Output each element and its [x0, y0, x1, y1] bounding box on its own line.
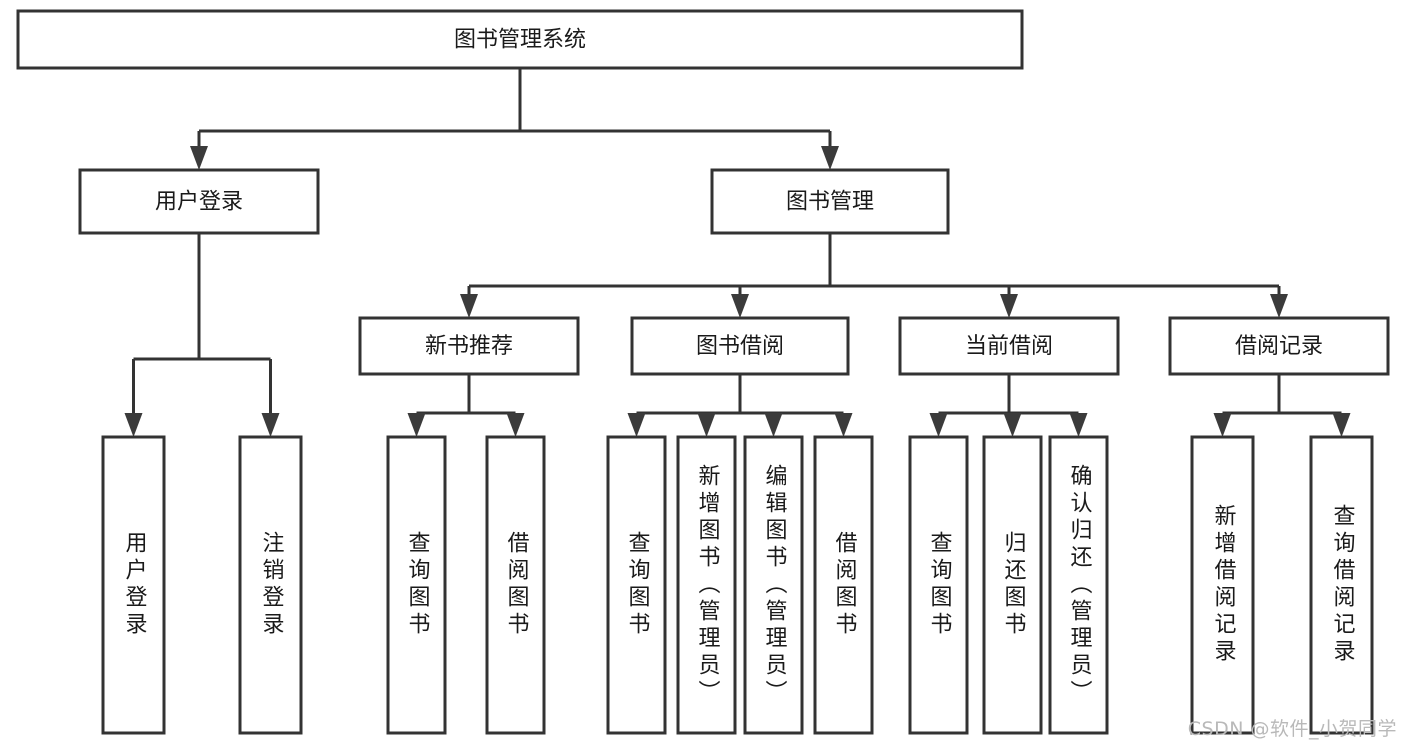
arrow-head-icon — [929, 413, 948, 437]
node-box-leaf-add-book-admin[interactable] — [676, 435, 737, 735]
edges-layer — [124, 68, 1351, 437]
arrow-head-icon — [731, 294, 749, 318]
arrow-head-icon — [834, 413, 853, 437]
node-label-root: 图书管理系统 — [454, 28, 586, 53]
node-box-leaf-add-borrow-record[interactable] — [1190, 435, 1255, 735]
arrow-head-icon — [1069, 413, 1088, 437]
node-box-leaf-query-book-current[interactable] — [908, 435, 969, 735]
node-box-user-login[interactable] — [78, 168, 320, 235]
arrow-head-icon — [506, 413, 525, 437]
node-box-leaf-query-book-borrow[interactable] — [606, 435, 667, 735]
node-box-current-borrow[interactable] — [898, 316, 1120, 376]
node-box-leaf-borrow-book[interactable] — [813, 435, 874, 735]
node-box-leaf-logout[interactable] — [238, 435, 303, 735]
arrow-head-icon — [407, 413, 426, 437]
node-label-new-book-rec: 新书推荐 — [425, 334, 513, 359]
node-box-leaf-user-login[interactable] — [101, 435, 166, 735]
arrow-head-icon — [190, 146, 208, 170]
arrow-head-icon — [697, 413, 716, 437]
arrow-head-icon — [1332, 413, 1351, 437]
arrow-head-icon — [261, 413, 280, 437]
node-label-borrow-record: 借阅记录 — [1235, 334, 1323, 359]
node-box-book-borrow[interactable] — [630, 316, 850, 376]
node-box-new-book-rec[interactable] — [358, 316, 580, 376]
node-box-book-manage[interactable] — [710, 168, 950, 235]
arrow-head-icon — [1270, 294, 1288, 318]
node-box-leaf-return-book[interactable] — [982, 435, 1043, 735]
arrow-head-icon — [1000, 294, 1018, 318]
arrow-head-icon — [627, 413, 646, 437]
node-box-leaf-query-book-rec[interactable] — [386, 435, 447, 735]
node-box-leaf-query-borrow-record[interactable] — [1309, 435, 1374, 735]
node-box-leaf-borrow-book-rec[interactable] — [485, 435, 546, 735]
arrow-head-icon — [124, 413, 143, 437]
arrow-head-icon — [764, 413, 783, 437]
node-label-current-borrow: 当前借阅 — [965, 334, 1053, 359]
node-box-root[interactable] — [16, 9, 1024, 70]
arrow-head-icon — [821, 146, 839, 170]
node-label-user-login: 用户登录 — [155, 190, 243, 215]
node-label-book-borrow: 图书借阅 — [696, 334, 784, 359]
node-box-leaf-confirm-return-admin[interactable] — [1048, 435, 1109, 735]
node-label-book-manage: 图书管理 — [786, 190, 874, 215]
node-box-borrow-record[interactable] — [1168, 316, 1390, 376]
arrow-head-icon — [1003, 413, 1022, 437]
arrow-head-icon — [1213, 413, 1232, 437]
node-box-leaf-edit-book-admin[interactable] — [743, 435, 804, 735]
arrow-head-icon — [460, 294, 478, 318]
